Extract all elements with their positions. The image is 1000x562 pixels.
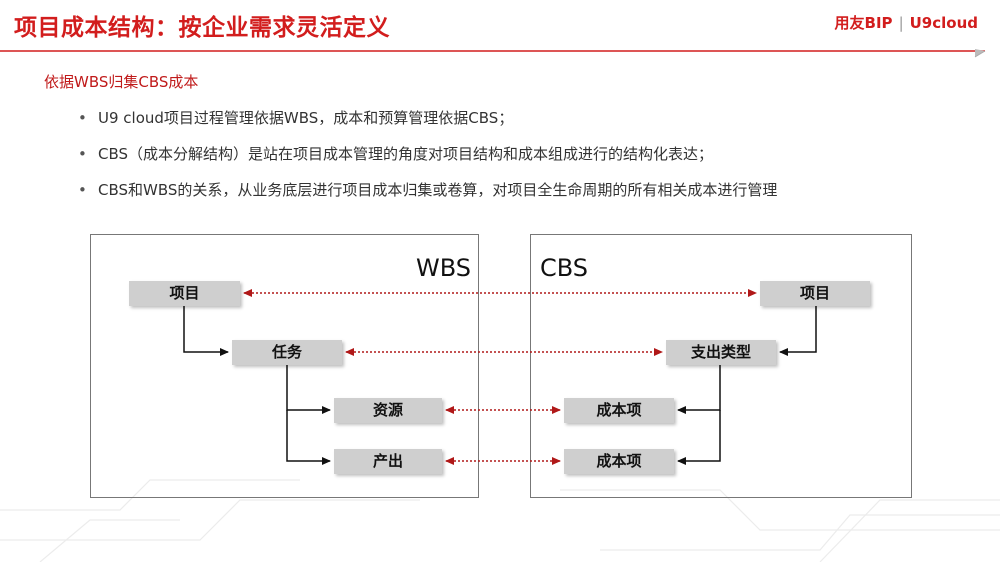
section-subtitle: 依据WBS归集CBS成本 [44, 73, 199, 91]
brand-logo: 用友BIP | U9cloud [835, 12, 978, 33]
logo-product: U9cloud [909, 13, 978, 32]
background-circuit-decoration [0, 479, 1000, 562]
wbs-panel [90, 234, 479, 498]
cbs-node-cost-item: 成本项 [564, 449, 674, 474]
bullet-text: CBS（成本分解结构）是站在项目成本管理的角度对项目结构和成本组成进行的结构化表… [98, 145, 714, 163]
logo-separator: | [898, 13, 904, 32]
wbs-node-resource: 资源 [334, 398, 442, 423]
logo-brand: 用友BIP [834, 14, 893, 32]
cbs-expense-to-cost2-line [677, 410, 721, 465]
cbs-label: CBS [540, 254, 589, 282]
bullet-item: • U9 cloud项目过程管理依据WBS，成本和预算管理依据CBS； [78, 100, 777, 136]
bullet-dot-icon: • [78, 145, 87, 163]
bullet-text: CBS和WBS的关系，从业务底层进行项目成本归集或卷算，对项目全生命周期的所有相… [98, 181, 778, 199]
cbs-project-to-expense-line [779, 305, 817, 356]
bullet-dot-icon: • [78, 181, 87, 199]
wbs-task-to-resource-line [286, 364, 331, 414]
wbs-node-task: 任务 [232, 340, 342, 365]
cbs-node-cost-item: 成本项 [564, 398, 674, 423]
wbs-node-project: 项目 [129, 281, 240, 306]
cbs-panel [530, 234, 912, 498]
page-title: 项目成本结构：按企业需求灵活定义 [14, 15, 390, 41]
bullet-item: • CBS（成本分解结构）是站在项目成本管理的角度对项目结构和成本组成进行的结构化… [78, 136, 777, 172]
cbs-expense-to-cost1-line [677, 364, 721, 414]
wbs-task-to-output-line [286, 410, 331, 465]
wbs-node-output: 产出 [334, 449, 442, 474]
wbs-project-to-task-line [183, 305, 229, 356]
title-rule [0, 49, 986, 58]
bullet-list: • U9 cloud项目过程管理依据WBS，成本和预算管理依据CBS； • CBS（… [78, 100, 777, 208]
wbs-label: WBS [416, 254, 472, 282]
bullet-item: • CBS和WBS的关系，从业务底层进行项目成本归集或卷算，对项目全生命周期的所有… [78, 172, 777, 208]
bullet-text: U9 cloud项目过程管理依据WBS，成本和预算管理依据CBS； [98, 109, 514, 127]
bullet-dot-icon: • [78, 109, 87, 127]
cbs-node-project: 项目 [760, 281, 870, 306]
cbs-node-expense-type: 支出类型 [666, 340, 776, 365]
